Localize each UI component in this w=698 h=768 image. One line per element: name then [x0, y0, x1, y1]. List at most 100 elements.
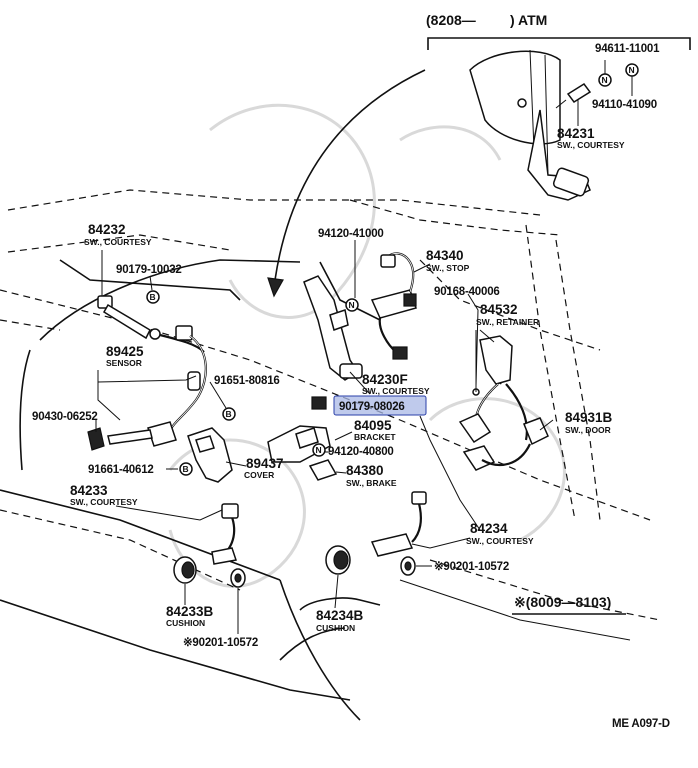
b-symbol-3: B: [179, 462, 193, 476]
svg-text:SW., DOOR: SW., DOOR: [565, 425, 611, 435]
callout-90430-06252[interactable]: 90430-06252: [32, 411, 98, 423]
callout-84931b[interactable]: 84931B SW., DOOR: [565, 410, 613, 435]
callout-90201-10572-right[interactable]: ※90201-10572: [434, 560, 509, 573]
callout-84234b[interactable]: 84234B CUSHION: [316, 608, 364, 633]
callout-84233[interactable]: 84233 SW., COURTESY: [70, 483, 138, 507]
callout-89437[interactable]: 89437 COVER: [244, 456, 284, 480]
atm-leader-lines: [577, 60, 633, 126]
svg-text:N: N: [316, 445, 322, 455]
callout-90168-40006[interactable]: 90168-40006: [434, 286, 500, 298]
brake-switch-84380: [308, 459, 338, 481]
svg-text:91661-40612: 91661-40612: [88, 464, 154, 476]
n-symbol-4: N: [312, 443, 326, 457]
cover-89437: [187, 427, 233, 483]
svg-text:SENSOR: SENSOR: [106, 358, 142, 368]
svg-text:SW., COURTESY: SW., COURTESY: [557, 140, 625, 150]
callout-84232[interactable]: 84232 SW., COURTESY: [84, 222, 152, 247]
stop-switch: [370, 252, 417, 360]
callout-94110-41090[interactable]: 94110-41090: [592, 99, 657, 111]
callout-90201-10572-left[interactable]: ※90201-10572: [183, 636, 258, 649]
svg-text:84232: 84232: [88, 222, 126, 237]
svg-text:94120-40800: 94120-40800: [328, 446, 394, 458]
svg-text:CUSHION: CUSHION: [166, 618, 205, 628]
footer-range-label: ※(8009—8103): [514, 594, 611, 610]
inset-arrow: [267, 69, 426, 298]
svg-text:BRACKET: BRACKET: [354, 432, 396, 442]
atm-range-open: (8208—: [426, 12, 476, 28]
svg-text:84340: 84340: [426, 248, 464, 263]
callout-84231[interactable]: 84231 SW., COURTESY: [557, 126, 625, 150]
courtesy-switch-84233: [211, 503, 239, 565]
highlighted-part-box[interactable]: [333, 395, 427, 416]
cushion-84234b: [325, 545, 416, 576]
svg-text:N: N: [602, 75, 608, 85]
b-symbol-1: B: [146, 290, 160, 304]
svg-text:※90201-10572: ※90201-10572: [183, 636, 258, 649]
svg-text:89425: 89425: [106, 344, 144, 359]
callout-84532[interactable]: 84532 SW., RETAINER: [476, 302, 539, 327]
svg-text:84532: 84532: [480, 302, 518, 317]
svg-text:89437: 89437: [246, 456, 284, 471]
svg-text:SW., COURTESY: SW., COURTESY: [362, 386, 430, 396]
callout-84233b[interactable]: 84233B CUSHION: [166, 604, 214, 628]
svg-text:84230F: 84230F: [362, 372, 408, 387]
callout-84340[interactable]: 84340 SW., STOP: [426, 248, 470, 273]
n-symbol-1: N: [598, 73, 612, 87]
svg-text:94110-41090: 94110-41090: [592, 99, 657, 111]
leader-lines: [95, 240, 626, 634]
svg-text:CUSHION: CUSHION: [316, 623, 355, 633]
callout-94120-41000[interactable]: 94120-41000: [318, 228, 384, 240]
svg-text:84234B: 84234B: [316, 608, 364, 623]
cushion-84233b: [173, 556, 246, 588]
callout-84380[interactable]: 84380 SW., BRAKE: [346, 463, 397, 488]
b-symbol-2: B: [222, 407, 236, 421]
retainer-switch-84532: [472, 330, 513, 396]
body-outline: [0, 189, 661, 721]
svg-text:N: N: [629, 65, 635, 75]
callout-94120-40800[interactable]: 94120-40800: [328, 446, 394, 458]
courtesy-switch-84232: [97, 295, 205, 353]
svg-text:91651-80816: 91651-80816: [214, 375, 280, 387]
callout-90179-08026[interactable]: 90179-08026: [339, 401, 405, 413]
svg-text:90168-40006: 90168-40006: [434, 286, 500, 298]
svg-text:COVER: COVER: [244, 470, 274, 480]
svg-text:※90201-10572: ※90201-10572: [434, 560, 509, 573]
svg-text:84931B: 84931B: [565, 410, 613, 425]
callout-84230f[interactable]: 84230F SW., COURTESY: [362, 372, 430, 396]
svg-text:90179-10032: 90179-10032: [116, 264, 182, 276]
svg-text:84234: 84234: [470, 521, 508, 536]
svg-text:84231: 84231: [557, 126, 595, 141]
courtesy-switch-84234: [370, 491, 427, 557]
callout-94611-11001[interactable]: 94611-11001: [595, 43, 660, 55]
callout-91661-40612[interactable]: 91661-40612: [88, 464, 154, 476]
svg-text:SW., BRAKE: SW., BRAKE: [346, 478, 397, 488]
svg-text:94611-11001: 94611-11001: [595, 43, 660, 55]
svg-text:84380: 84380: [346, 463, 384, 478]
callout-89425[interactable]: 89425 SENSOR: [106, 344, 144, 368]
atm-range-close: ) ATM: [510, 12, 547, 28]
diagram-code: ME A097-D: [612, 718, 670, 730]
brake-pedal: [303, 275, 363, 381]
svg-text:SW., COURTESY: SW., COURTESY: [84, 237, 152, 247]
svg-text:90179-08026: 90179-08026: [339, 401, 405, 413]
svg-text:SW., STOP: SW., STOP: [426, 263, 470, 273]
svg-text:N: N: [349, 300, 355, 310]
callout-91651-80816[interactable]: 91651-80816: [214, 375, 280, 387]
svg-text:SW., COURTESY: SW., COURTESY: [466, 536, 534, 546]
callout-90179-10032[interactable]: 90179-10032: [116, 264, 182, 276]
svg-text:84095: 84095: [354, 418, 392, 433]
svg-text:SW., RETAINER: SW., RETAINER: [476, 317, 539, 327]
callout-84234[interactable]: 84234 SW., COURTESY: [466, 521, 534, 546]
svg-text:90430-06252: 90430-06252: [32, 411, 98, 423]
callout-84095[interactable]: 84095 BRACKET: [354, 418, 396, 442]
n-symbol-2: N: [625, 63, 639, 77]
svg-text:SW., COURTESY: SW., COURTESY: [70, 497, 138, 507]
svg-text:84233B: 84233B: [166, 604, 214, 619]
svg-text:B: B: [150, 292, 156, 302]
atm-inset-bracket: [427, 37, 691, 50]
svg-text:94120-41000: 94120-41000: [318, 228, 384, 240]
svg-text:84233: 84233: [70, 483, 108, 498]
svg-text:B: B: [226, 409, 232, 419]
